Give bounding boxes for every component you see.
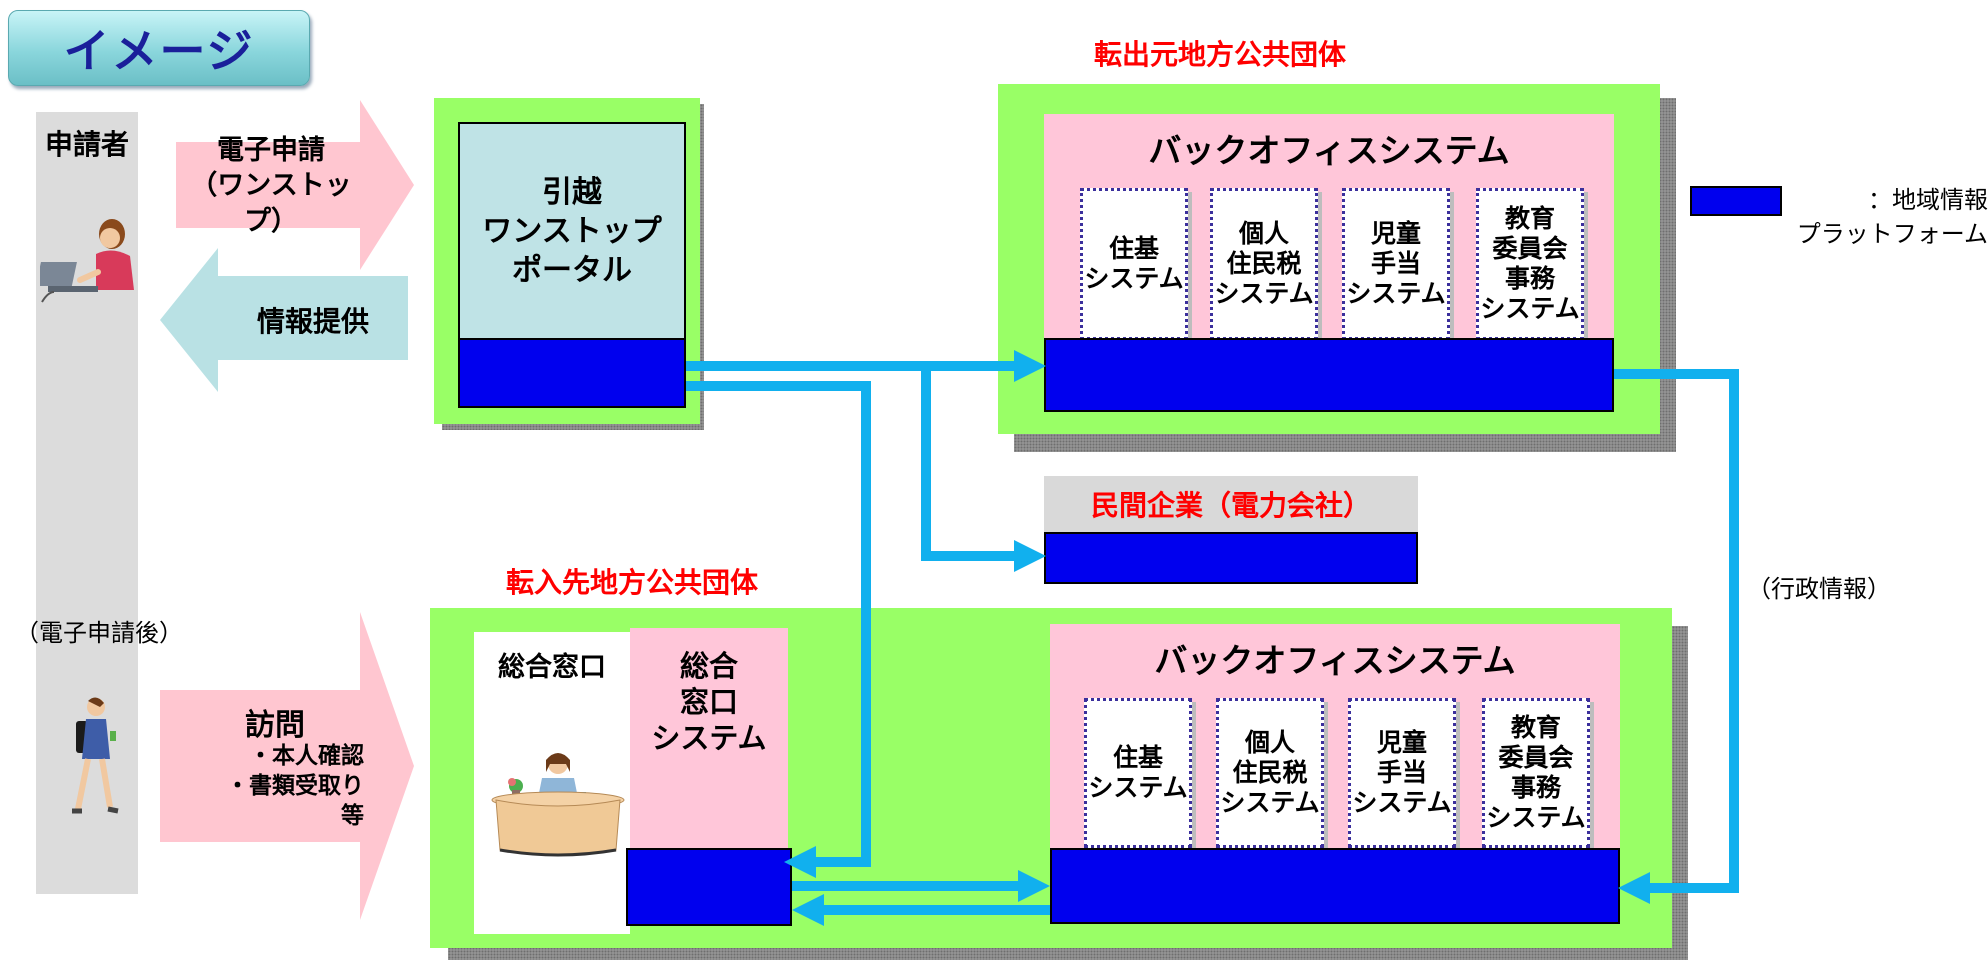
online-apply-arrow	[176, 100, 414, 270]
counter-label: 総合窓口	[498, 651, 606, 683]
origin-subsystem-education: 教育 委員会 事務 システム	[1476, 188, 1584, 340]
counter-system-label: 総合 窓口 システム	[651, 648, 767, 756]
destination-title: 転入先地方公共団体	[505, 566, 758, 599]
origin-title: 転出元地方公共団体	[1093, 38, 1346, 71]
origin-subsystem-resident-tax: 個人 住民税 システム	[1210, 188, 1318, 340]
legend-label: ：地域情報 プラットフォーム	[1796, 186, 1988, 248]
private-company-label: 民間企業（電力会社）	[1044, 476, 1418, 532]
online-apply-label: 電子申請 （ワンストップ）	[190, 135, 352, 237]
portal-platform	[458, 338, 686, 408]
info-provide-label: 情報提供	[256, 305, 369, 338]
receptionist-icon	[491, 753, 625, 857]
portal-box: 引越 ワンストップ ポータル	[458, 122, 686, 340]
destination-subsystem-resident-tax: 個人 住民税 システム	[1216, 698, 1324, 848]
visit-arrow	[160, 612, 414, 920]
origin-subsystem-juki: 住基 システム	[1080, 188, 1188, 340]
info-provide-arrow	[160, 248, 408, 392]
destination-subsystem-child-allowance: 児童 手当 システム	[1348, 698, 1456, 848]
title-badge-text: イメージ	[63, 24, 255, 78]
destination-subsystem-juki: 住基 システム	[1084, 698, 1192, 848]
person-laptop-icon	[40, 219, 134, 303]
destination-backoffice-title: バックオフィスシステム	[1154, 641, 1516, 680]
admin-info-label: （行政情報）	[1747, 574, 1891, 603]
origin-subsystem-child-allowance: 児童 手当 システム	[1342, 188, 1450, 340]
counter-platform	[626, 848, 792, 926]
walking-person-icon	[72, 697, 119, 814]
private-company-platform	[1044, 532, 1418, 584]
visit-title: 訪問	[245, 708, 305, 743]
visit-items: ・本人確認 ・書類受取り 等	[226, 743, 364, 829]
after-application-label: （電子申請後）	[15, 618, 183, 647]
applicant-label: 申請者	[44, 128, 129, 161]
origin-platform	[1044, 338, 1614, 412]
destination-subsystem-education: 教育 委員会 事務 システム	[1482, 698, 1590, 848]
title-badge: イメージ	[8, 10, 310, 86]
legend-swatch	[1690, 186, 1782, 216]
destination-platform	[1050, 848, 1620, 924]
origin-backoffice-title: バックオフィスシステム	[1148, 131, 1510, 170]
